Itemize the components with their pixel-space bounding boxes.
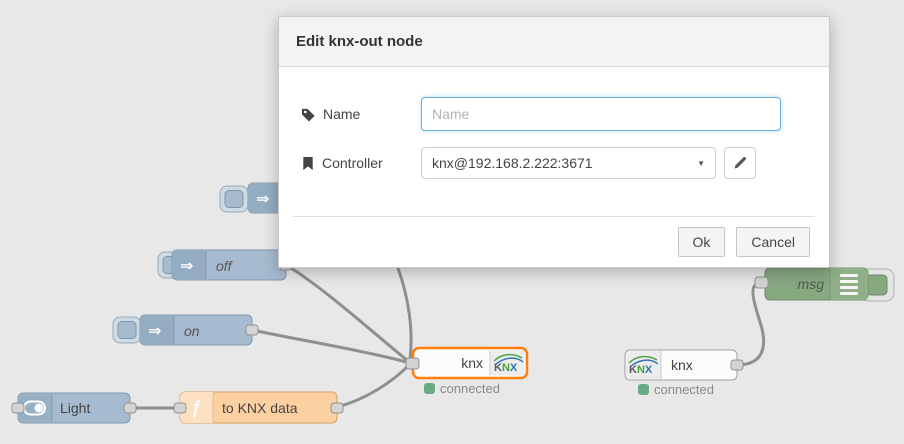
toggle-icon bbox=[42, 393, 52, 423]
controller-field-row: Controller knx@192.168.2.222:3671 ▼ bbox=[301, 147, 807, 179]
wire[interactable] bbox=[735, 281, 766, 367]
node-label: knx bbox=[671, 357, 693, 373]
function-f-icon: ƒ bbox=[191, 398, 201, 418]
svg-text:KNX: KNX bbox=[494, 362, 518, 374]
node-label: msg bbox=[798, 276, 825, 292]
output-port[interactable] bbox=[245, 324, 259, 336]
node-label: Light bbox=[60, 400, 90, 416]
function-node[interactable]: ƒ to KNX data bbox=[179, 391, 338, 424]
inject-arrow-icon: ⇒ bbox=[148, 323, 161, 340]
controller-select-value: knx@192.168.2.222:3671 bbox=[432, 155, 593, 171]
function-icon bbox=[203, 392, 213, 423]
output-port[interactable] bbox=[730, 359, 744, 371]
output-port[interactable] bbox=[123, 402, 137, 414]
dialog-body: Name Controller knx@192.168.2.222:3671 ▼ bbox=[279, 67, 829, 179]
debug-list-icon bbox=[830, 268, 840, 300]
inject-arrow-icon: ⇒ bbox=[180, 258, 193, 275]
name-field-row: Name bbox=[301, 97, 807, 131]
output-port[interactable] bbox=[330, 402, 344, 414]
dialog-title: Edit knx-out node bbox=[296, 33, 423, 50]
name-label-text: Name bbox=[323, 106, 361, 122]
wire[interactable] bbox=[284, 263, 410, 363]
dialog-footer: Ok Cancel bbox=[293, 216, 815, 267]
edit-node-dialog: Edit knx-out node Name Control bbox=[278, 16, 830, 268]
name-label: Name bbox=[301, 106, 421, 122]
status-text: connected bbox=[654, 382, 714, 397]
inject-node-off[interactable]: ⇒ off bbox=[157, 249, 287, 281]
node-label: on bbox=[184, 323, 200, 339]
edit-controller-button[interactable] bbox=[724, 147, 756, 179]
inject-icon bbox=[196, 250, 206, 280]
controller-label-text: Controller bbox=[322, 155, 383, 171]
knx-in-node[interactable]: knx KNX connected bbox=[624, 349, 738, 397]
light-switch-node[interactable]: Light bbox=[17, 392, 131, 424]
chevron-down-icon: ▼ bbox=[697, 158, 705, 168]
tag-icon bbox=[301, 108, 315, 122]
node-label: off bbox=[216, 258, 234, 274]
knx-logo-icon: KNX bbox=[628, 355, 659, 376]
knx-logo bbox=[651, 351, 661, 379]
wire[interactable] bbox=[335, 364, 410, 409]
inject-node-on[interactable]: ⇒ on bbox=[112, 314, 253, 346]
debug-list-icon bbox=[840, 274, 858, 295]
input-port[interactable] bbox=[11, 402, 25, 414]
status-dot bbox=[424, 383, 435, 394]
inject-button[interactable] bbox=[224, 190, 244, 208]
debug-node[interactable]: msg bbox=[764, 267, 895, 302]
ok-button[interactable]: Ok bbox=[677, 227, 726, 257]
input-port[interactable] bbox=[405, 357, 420, 370]
inject-button[interactable] bbox=[117, 321, 137, 339]
controller-label: Controller bbox=[301, 155, 421, 171]
toggle-icon bbox=[34, 403, 44, 413]
node-label: to KNX data bbox=[222, 400, 298, 416]
wire[interactable] bbox=[250, 328, 408, 364]
status-dot bbox=[638, 384, 649, 395]
node-label: knx bbox=[461, 355, 483, 371]
input-port[interactable] bbox=[173, 402, 187, 414]
cancel-button[interactable]: Cancel bbox=[736, 227, 810, 257]
knx-logo-icon: KNX bbox=[493, 353, 524, 374]
status-text: connected bbox=[440, 381, 500, 396]
inject-icon bbox=[272, 183, 282, 213]
name-input[interactable] bbox=[421, 97, 781, 131]
input-port[interactable] bbox=[754, 276, 769, 289]
svg-text:KNX: KNX bbox=[629, 364, 653, 376]
debug-toggle-button[interactable] bbox=[866, 274, 888, 296]
inject-arrow-icon: ⇒ bbox=[256, 191, 269, 208]
dialog-header: Edit knx-out node bbox=[279, 17, 829, 67]
pencil-icon bbox=[734, 157, 746, 169]
bookmark-icon bbox=[303, 156, 313, 170]
inject-icon bbox=[164, 315, 174, 345]
knx-out-node-selected[interactable]: knx KNX connected bbox=[411, 346, 529, 396]
controller-select[interactable]: knx@192.168.2.222:3671 ▼ bbox=[421, 147, 716, 179]
